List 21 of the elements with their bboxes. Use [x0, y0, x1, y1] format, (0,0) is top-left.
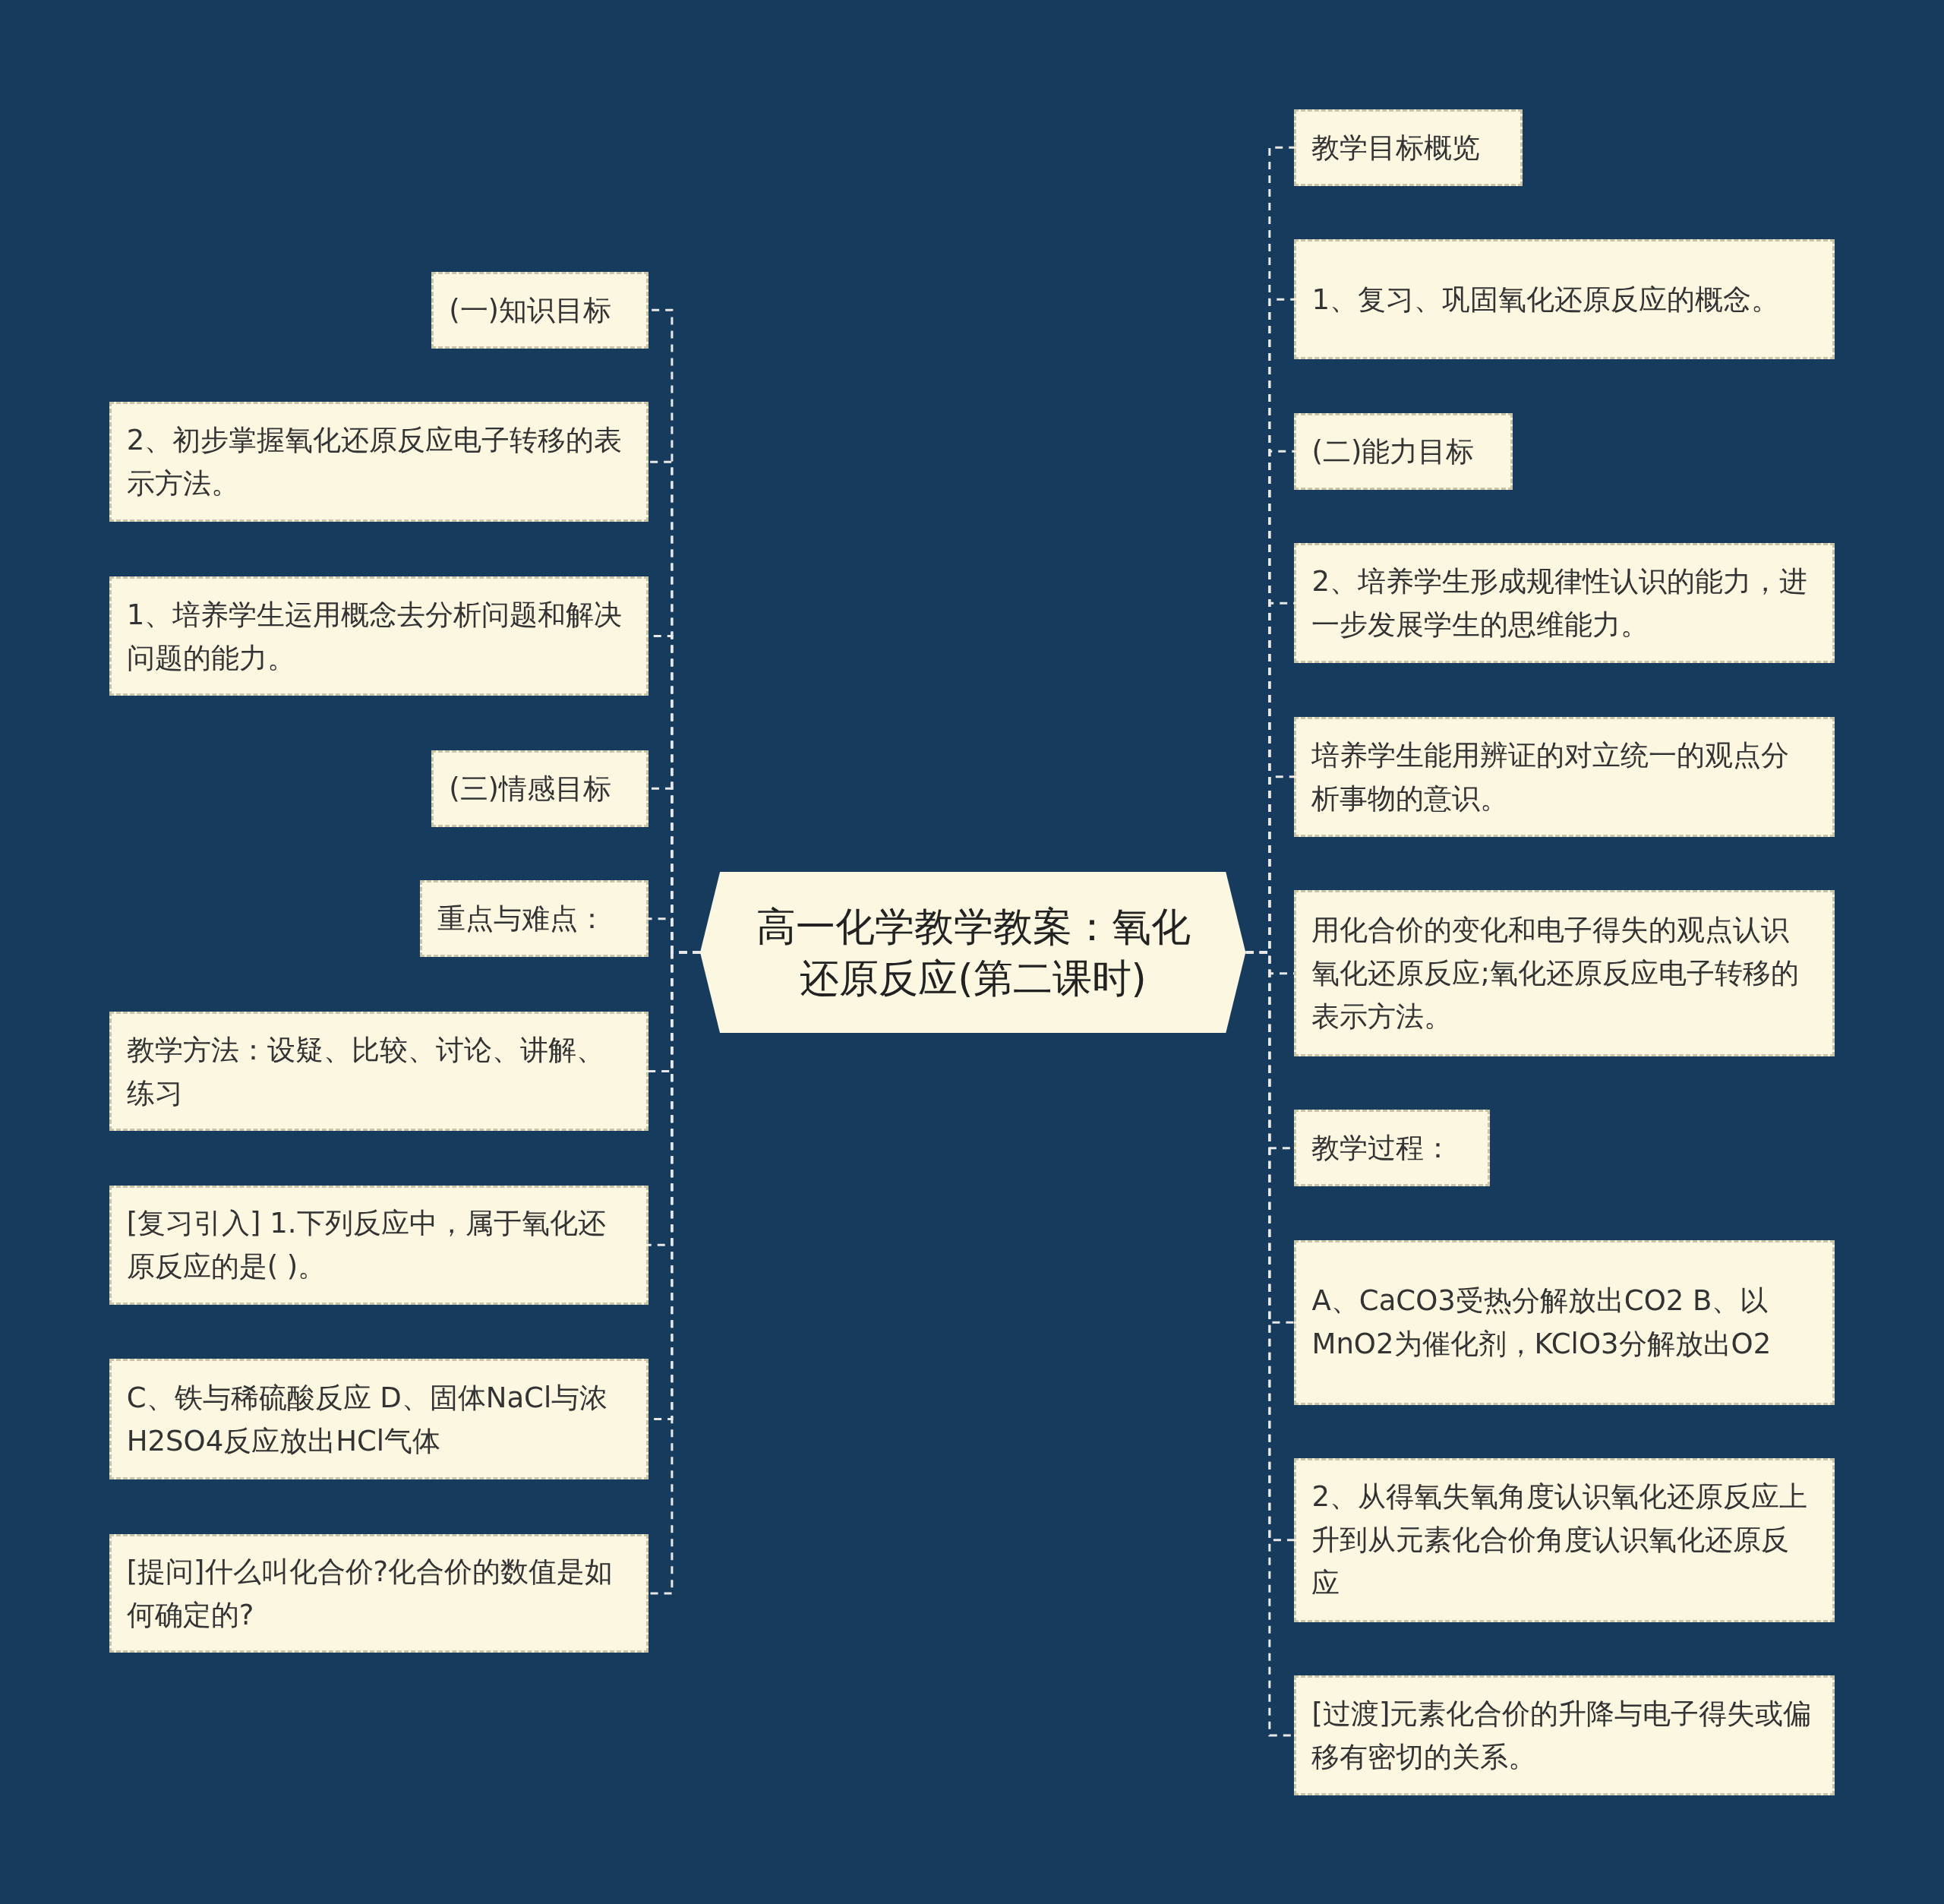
- subtopic-box: A、CaCO3受热分解放出CO2 B、以MnO2为催化剂，KClO3分解放出O2: [1294, 1239, 1835, 1405]
- subtopic-box: (二)能力目标: [1294, 412, 1513, 490]
- subtopic-box: [提问]什么叫化合价?化合价的数值是如何确定的?: [109, 1533, 649, 1653]
- subtopic-box: 2、培养学生形成规律性认识的能力，进一步发展学生的思维能力。: [1294, 543, 1835, 664]
- subtopic-box: 教学目标概览: [1294, 109, 1523, 186]
- subtopic-box: C、铁与稀硫酸反应 D、固体NaCl与浓H2SO4反应放出HCl气体: [109, 1359, 649, 1479]
- subtopic-box: (一)知识目标: [431, 271, 649, 349]
- subtopic-box: 培养学生能用辨证的对立统一的观点分析事物的意识。: [1294, 716, 1835, 838]
- central-topic-hexagon: [700, 871, 1246, 1033]
- subtopic-box: 1、复习、巩固氧化还原反应的概念。: [1294, 239, 1835, 360]
- subtopic-box: (三)情感目标: [431, 750, 649, 827]
- subtopic-box: [过渡]元素化合价的升降与电子得失或偏移有密切的关系。: [1294, 1675, 1835, 1796]
- subtopic-box: 用化合价的变化和电子得失的观点认识氧化还原反应;氧化还原反应电子转移的表示方法。: [1294, 890, 1835, 1056]
- subtopic-box: 2、从得氧失氧角度认识氧化还原反应上升到从元素化合价角度认识氧化还原反应: [1294, 1458, 1835, 1622]
- subtopic-box: 重点与难点：: [420, 880, 649, 958]
- subtopic-box: [复习引入] 1.下列反应中，属于氧化还原反应的是( )。: [109, 1185, 649, 1305]
- subtopic-box: 教学过程：: [1294, 1110, 1491, 1187]
- subtopic-box: 1、培养学生运用概念去分析问题和解决问题的能力。: [109, 576, 649, 696]
- subtopic-box: 2、初步掌握氧化还原反应电子转移的表示方法。: [109, 401, 649, 523]
- subtopic-box: 教学方法：设疑、比较、讨论、讲解、练习: [109, 1012, 649, 1131]
- central-topic-title: 高一化学教学教案：氧化还原反应(第二课时): [755, 902, 1191, 1003]
